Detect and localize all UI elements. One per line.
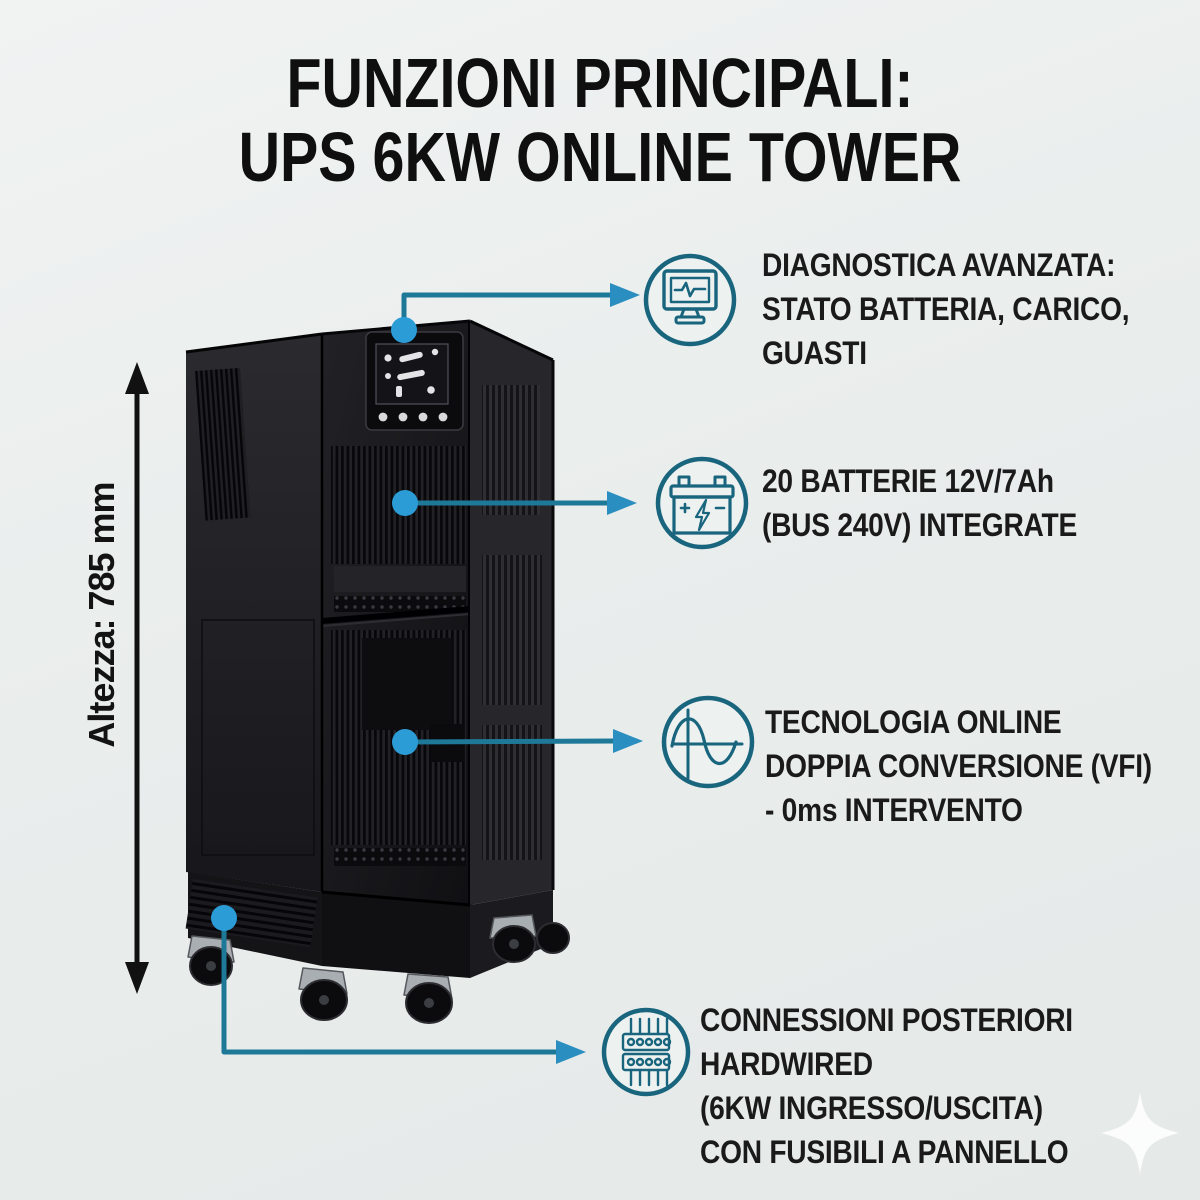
title-line-1: FUNZIONI PRINCIPALI: xyxy=(286,44,914,122)
height-dimension-arrow xyxy=(125,362,149,994)
callout-leaders xyxy=(211,283,643,1064)
height-dimension-label: Altezza: 785 mm xyxy=(81,482,122,748)
callout-line-technology xyxy=(392,729,643,755)
monitor-diagnostics-icon xyxy=(643,253,737,347)
ups-base-front xyxy=(321,890,471,978)
callout-text-line: (BUS 240V) INTEGRATE xyxy=(762,507,1077,543)
callout-line-batteries xyxy=(392,490,637,516)
callout-dot xyxy=(211,905,237,931)
callout-text-line: STATO BATTERIA, CARICO, xyxy=(762,291,1130,327)
callout-technology-text: TECNOLOGIA ONLINE DOPPIA CONVERSIONE (VF… xyxy=(765,700,1152,832)
ups-tower-illustration xyxy=(185,319,570,1024)
title-line-2: UPS 6KW ONLINE TOWER xyxy=(238,118,962,196)
caster-wheel xyxy=(489,914,537,963)
led-indicators xyxy=(378,412,448,422)
caster-wheel xyxy=(403,973,453,1024)
callout-line-diagnostics xyxy=(391,283,640,343)
ups-right-panel xyxy=(469,319,555,905)
ups-left-panel xyxy=(185,332,323,892)
caster-wheel xyxy=(187,935,235,986)
callout-text-line: GUASTI xyxy=(762,335,867,371)
callout-text-line: CON FUSIBILI A PANNELLO xyxy=(700,1134,1069,1170)
callout-diagnostics-text: DIAGNOSTICA AVANZATA: STATO BATTERIA, CA… xyxy=(762,243,1130,375)
callout-line-connections xyxy=(211,905,586,1064)
page-title: FUNZIONI PRINCIPALI: UPS 6KW ONLINE TOWE… xyxy=(108,46,1092,194)
callout-text-line: TECNOLOGIA ONLINE xyxy=(765,704,1062,740)
callout-text-line: DOPPIA CONVERSIONE (VFI) xyxy=(765,748,1152,784)
callout-connections-text: CONNESSIONI POSTERIORI HARDWIRED (6KW IN… xyxy=(700,998,1073,1174)
callout-text-line: DIAGNOSTICA AVANZATA: xyxy=(762,247,1116,283)
terminal-block-icon xyxy=(601,1007,691,1097)
callout-batteries-text: 20 BATTERIE 12V/7Ah (BUS 240V) INTEGRATE xyxy=(762,459,1077,547)
callout-dot xyxy=(392,490,418,516)
caster-wheel xyxy=(298,967,348,1021)
callout-text-line: - 0ms INTERVENTO xyxy=(765,792,1023,828)
caster-wheel xyxy=(536,922,570,954)
callout-text-line: HARDWIRED xyxy=(700,1046,873,1082)
callout-dot xyxy=(391,317,417,343)
callout-text-line: CONNESSIONI POSTERIORI xyxy=(700,1002,1073,1038)
callout-text-line: 20 BATTERIE 12V/7Ah xyxy=(762,463,1054,499)
battery-icon xyxy=(655,456,749,550)
ups-control-panel xyxy=(365,331,464,431)
sine-wave-icon xyxy=(661,695,755,789)
display-glyphs xyxy=(384,348,439,397)
callout-dot xyxy=(392,729,418,755)
sparkle-icon xyxy=(1101,1092,1179,1174)
callout-text-line: (6KW INGRESSO/USCITA) xyxy=(700,1090,1043,1126)
